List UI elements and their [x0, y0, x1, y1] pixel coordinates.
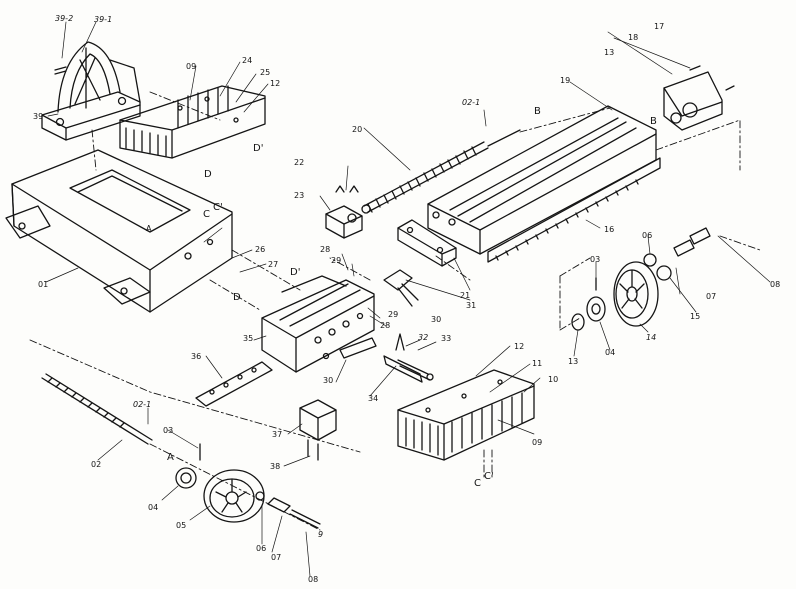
label-20: 20 [352, 125, 363, 134]
label-06-bot: 06 [256, 544, 267, 553]
assembly-centerlines [29, 91, 761, 531]
label-16: 16 [604, 225, 615, 234]
label-B-top: B [534, 106, 541, 117]
part-24-finned-block [119, 85, 266, 159]
label-25: 25 [260, 68, 271, 77]
label-Dp-top: D' [253, 143, 264, 154]
label-12-top: 12 [270, 79, 281, 88]
part-06-nut-bottom [255, 491, 265, 501]
label-02-1-bot: 02-1 [133, 400, 152, 409]
label-08-bot: 08 [308, 575, 319, 584]
label-07-right: 07 [706, 292, 717, 301]
label-03-right: 03 [590, 255, 601, 264]
label-21: 21 [460, 291, 471, 300]
label-39: 39 [33, 112, 44, 121]
label-12-bot: 12 [514, 342, 525, 351]
part-19-table [427, 105, 661, 263]
label-B-right: B [650, 116, 657, 127]
label-9-bot: 9 [318, 530, 324, 539]
label-28-a: 28 [320, 245, 331, 254]
label-10: 10 [548, 375, 559, 384]
label-30-a: 30 [431, 315, 442, 324]
label-14: 14 [646, 333, 657, 342]
part-35-saddle [261, 275, 375, 373]
part-30-lever [339, 269, 423, 383]
label-13-right: 13 [568, 357, 579, 366]
label-34: 34 [368, 394, 379, 403]
label-26: 26 [255, 245, 266, 254]
label-C-bot: C [474, 478, 481, 489]
label-13-top: 13 [604, 48, 615, 57]
label-23: 23 [294, 191, 305, 200]
label-39-2: 39-2 [55, 14, 74, 23]
part-39-bearing-bracket [41, 41, 141, 141]
part-07-sleeve-right [673, 227, 711, 257]
label-04-bot: 04 [148, 503, 159, 512]
label-03-bot: 03 [163, 426, 174, 435]
leader-lines [45, 21, 771, 577]
part-34-screw [397, 359, 434, 381]
label-30-b: 30 [323, 376, 334, 385]
label-06-right: 06 [642, 231, 653, 240]
part-04-collar-right [586, 277, 606, 322]
label-01: 01 [38, 280, 49, 289]
label-02-1-top: 02-1 [462, 98, 481, 107]
part-10-finned-block [397, 369, 535, 461]
label-29-b: 29 [388, 310, 399, 319]
part-23-bracket [325, 185, 363, 239]
part-08-bolt-bottom [289, 509, 321, 529]
label-D-top: D [204, 169, 212, 180]
part-04-collar-bottom [175, 443, 201, 489]
label-Cp-top: C' [213, 202, 223, 213]
label-02: 02 [91, 460, 102, 469]
label-17: 17 [654, 22, 665, 31]
label-08-right: 08 [770, 280, 781, 289]
label-05: 05 [176, 521, 187, 530]
label-11: 11 [532, 359, 543, 368]
label-09-bot: 09 [532, 438, 543, 447]
label-09-top: 09 [186, 62, 197, 71]
part-07-sleeve-bottom [267, 497, 291, 513]
part-14-handwheel-right [613, 261, 659, 327]
label-07-bot: 07 [271, 553, 282, 562]
part-21-plate [397, 219, 457, 267]
part-20-lead-screw [361, 129, 521, 214]
part-36-gib [195, 361, 273, 407]
label-15: 15 [690, 312, 701, 321]
label-35: 35 [243, 334, 254, 343]
part-37-block [299, 399, 337, 461]
label-27: 27 [268, 260, 279, 269]
label-38: 38 [270, 462, 281, 471]
label-24: 24 [242, 56, 253, 65]
label-32: 32 [418, 333, 429, 342]
label-Dp-mid: D' [290, 267, 301, 278]
label-31: 31 [466, 301, 477, 310]
label-Cp-bot: C' [484, 471, 494, 482]
label-18: 18 [628, 33, 639, 42]
label-A-bot: A [167, 452, 174, 463]
label-39-1: 39-1 [94, 15, 113, 24]
label-C-top: C [203, 209, 210, 220]
label-A-base: A [146, 224, 152, 233]
part-02-shaft [41, 373, 153, 445]
label-37: 37 [272, 430, 283, 439]
label-29-a: 29 [331, 256, 342, 265]
label-22: 22 [294, 158, 305, 167]
label-28-b: 28 [380, 321, 391, 330]
label-D-mid: D [233, 292, 241, 303]
label-36: 36 [191, 352, 202, 361]
label-19: 19 [560, 76, 571, 85]
label-04-right: 04 [605, 348, 616, 357]
label-33: 33 [441, 334, 452, 343]
part-13-end-plate [663, 65, 735, 131]
part-05-handwheel-bottom [203, 469, 265, 523]
